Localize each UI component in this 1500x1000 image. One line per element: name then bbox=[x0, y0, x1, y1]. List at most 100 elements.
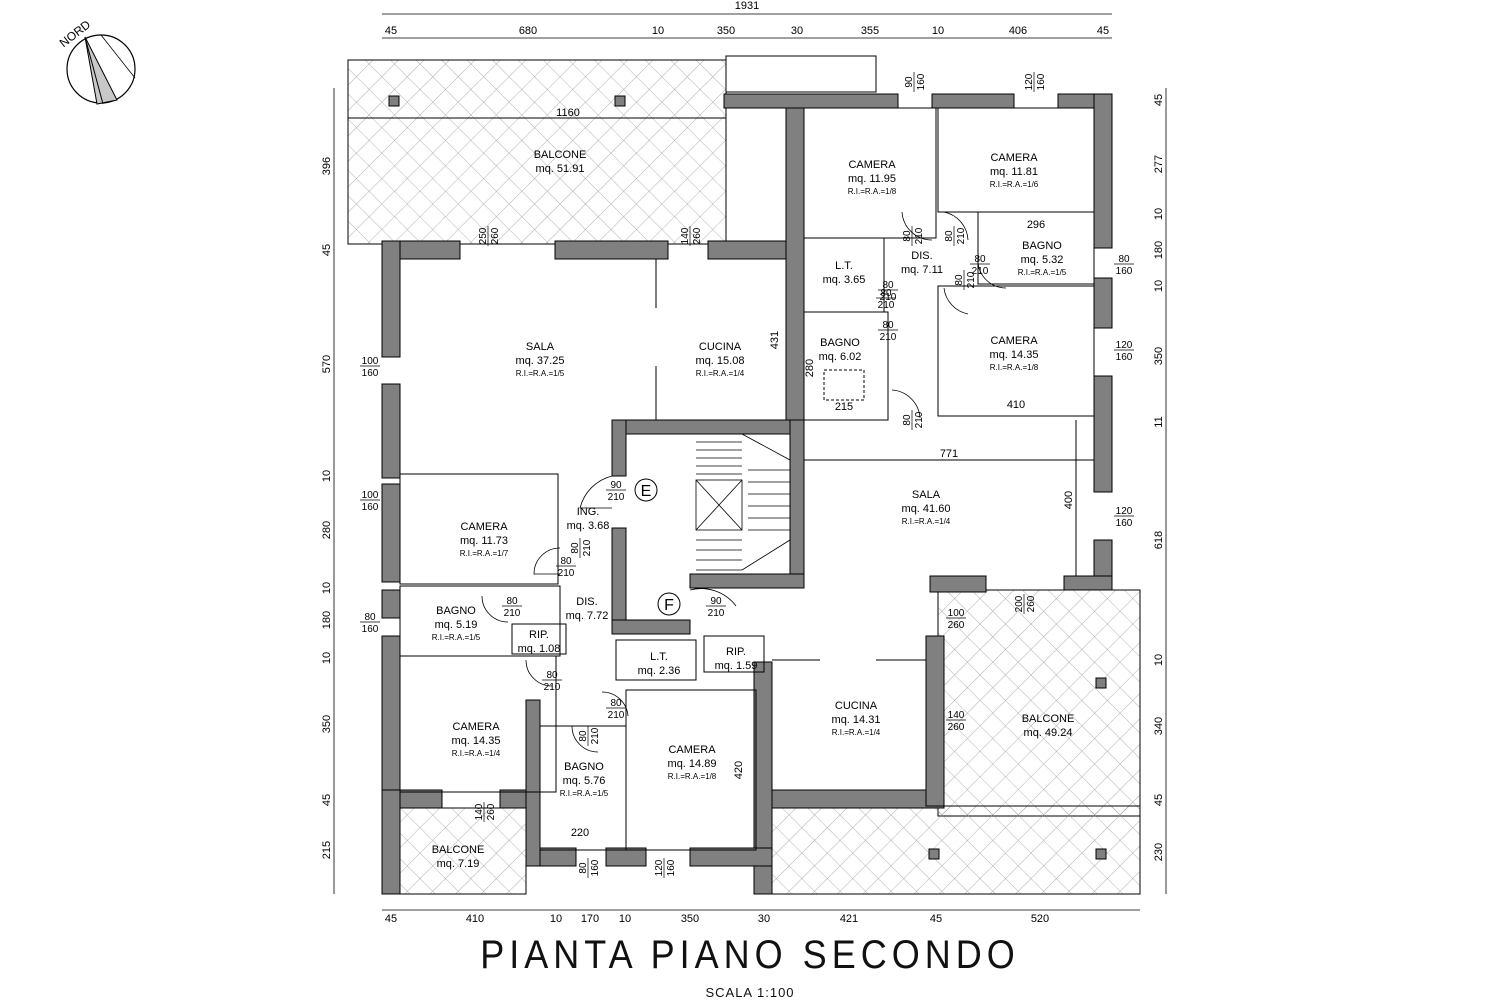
opening-height: 210 bbox=[582, 539, 593, 556]
opening-height: 160 bbox=[666, 859, 677, 876]
room-ratio: R.I.=R.A.=1/8 bbox=[848, 187, 897, 196]
drawing-title: PIANTA PIANO SECONDO bbox=[480, 931, 1020, 977]
opening-height: 210 bbox=[972, 266, 989, 277]
room-area: mq. 14.35 bbox=[452, 735, 501, 747]
dim-top: 680 bbox=[519, 25, 537, 37]
room-area: mq. 37.25 bbox=[516, 355, 565, 367]
room-ratio: R.I.=R.A.=1/4 bbox=[832, 728, 881, 737]
room-name: SALA bbox=[912, 489, 941, 501]
room-area: mq. 14.35 bbox=[990, 349, 1039, 361]
room-name: BAGNO bbox=[564, 761, 604, 773]
dim-right: 45 bbox=[1153, 94, 1165, 106]
opening-height: 210 bbox=[590, 727, 601, 744]
room-name: BAGNO bbox=[1022, 240, 1062, 252]
opening-width: 80 bbox=[364, 612, 376, 623]
room-area: mq. 11.73 bbox=[460, 535, 508, 547]
room-area: mq. 5.76 bbox=[563, 775, 606, 787]
room-name: RIP. bbox=[529, 629, 549, 641]
opening-width: 80 bbox=[546, 670, 558, 681]
dim-bottom: 10 bbox=[619, 913, 631, 925]
room-area: mq. 7.11 bbox=[901, 264, 943, 276]
opening-height: 160 bbox=[362, 624, 379, 635]
opening-width: 120 bbox=[1116, 506, 1133, 517]
dim-top: 30 bbox=[791, 25, 803, 37]
opening-height: 210 bbox=[914, 227, 925, 244]
opening-width: 90 bbox=[610, 480, 622, 491]
room-name: L.T. bbox=[650, 651, 668, 663]
dim-right: 618 bbox=[1153, 531, 1165, 549]
dim-right: 340 bbox=[1153, 717, 1165, 735]
dim-left: 570 bbox=[321, 355, 333, 373]
room-area: mq. 14.89 bbox=[668, 758, 717, 770]
opening-width: 80 bbox=[902, 414, 913, 426]
dim-left: 45 bbox=[321, 244, 333, 256]
dim-right: 350 bbox=[1153, 347, 1165, 365]
room-area: mq. 1.59 bbox=[715, 660, 758, 672]
room-area: mq. 1.08 bbox=[518, 643, 561, 655]
dim-left: 10 bbox=[321, 582, 333, 594]
opening-width: 200 bbox=[1014, 595, 1025, 612]
dim-right: 11 bbox=[1153, 416, 1165, 427]
dim-bottom: 170 bbox=[581, 913, 599, 925]
stair-label-f: F bbox=[657, 592, 681, 616]
room-ratio: R.I.=R.A.=1/5 bbox=[560, 789, 609, 798]
opening-width: 80 bbox=[1118, 254, 1130, 265]
opening-width: 80 bbox=[882, 320, 894, 331]
dim-interior: 280 bbox=[804, 359, 816, 377]
room-ratio: R.I.=R.A.=1/4 bbox=[452, 749, 501, 758]
dim-bottom: 421 bbox=[840, 913, 858, 925]
opening-height: 210 bbox=[504, 608, 521, 619]
dim-right: 10 bbox=[1153, 654, 1165, 666]
opening-height: 260 bbox=[490, 227, 501, 244]
balcone-southeast-area bbox=[937, 589, 1141, 817]
opening-height: 160 bbox=[1036, 73, 1047, 90]
room-ratio: R.I.=R.A.=1/4 bbox=[696, 369, 745, 378]
opening-width: 100 bbox=[948, 608, 965, 619]
opening-height: 160 bbox=[590, 859, 601, 876]
dim-bottom: 45 bbox=[930, 913, 942, 925]
room-area: mq. 11.95 bbox=[848, 173, 896, 185]
dim-left: 10 bbox=[321, 652, 333, 664]
opening-height: 210 bbox=[708, 608, 725, 619]
room-ratio: R.I.=R.A.=1/8 bbox=[668, 772, 717, 781]
room-area: mq. 15.08 bbox=[696, 355, 745, 367]
room-name: RIP. bbox=[726, 646, 746, 658]
dim-left: 396 bbox=[321, 157, 333, 175]
opening-width: 80 bbox=[880, 288, 892, 299]
opening-width: 90 bbox=[710, 596, 722, 607]
opening-width: 80 bbox=[954, 274, 965, 286]
opening-width: 100 bbox=[362, 356, 379, 367]
room-ratio: R.I.=R.A.=1/5 bbox=[432, 633, 481, 642]
dim-bottom: 10 bbox=[550, 913, 562, 925]
dim-bottom: 350 bbox=[681, 913, 699, 925]
opening-height: 160 bbox=[362, 502, 379, 513]
room-area: mq. 3.68 bbox=[567, 520, 610, 532]
walls bbox=[381, 93, 1113, 895]
opening-height: 210 bbox=[880, 292, 897, 303]
opening-height: 160 bbox=[1116, 266, 1133, 277]
dim-right: 10 bbox=[1153, 280, 1165, 292]
opening-height: 210 bbox=[966, 271, 977, 288]
balconies bbox=[347, 55, 1141, 895]
dim-bottom: 45 bbox=[385, 913, 397, 925]
stairwell bbox=[695, 433, 791, 571]
room-name: CAMERA bbox=[460, 521, 508, 533]
opening-width: 80 bbox=[560, 556, 572, 567]
